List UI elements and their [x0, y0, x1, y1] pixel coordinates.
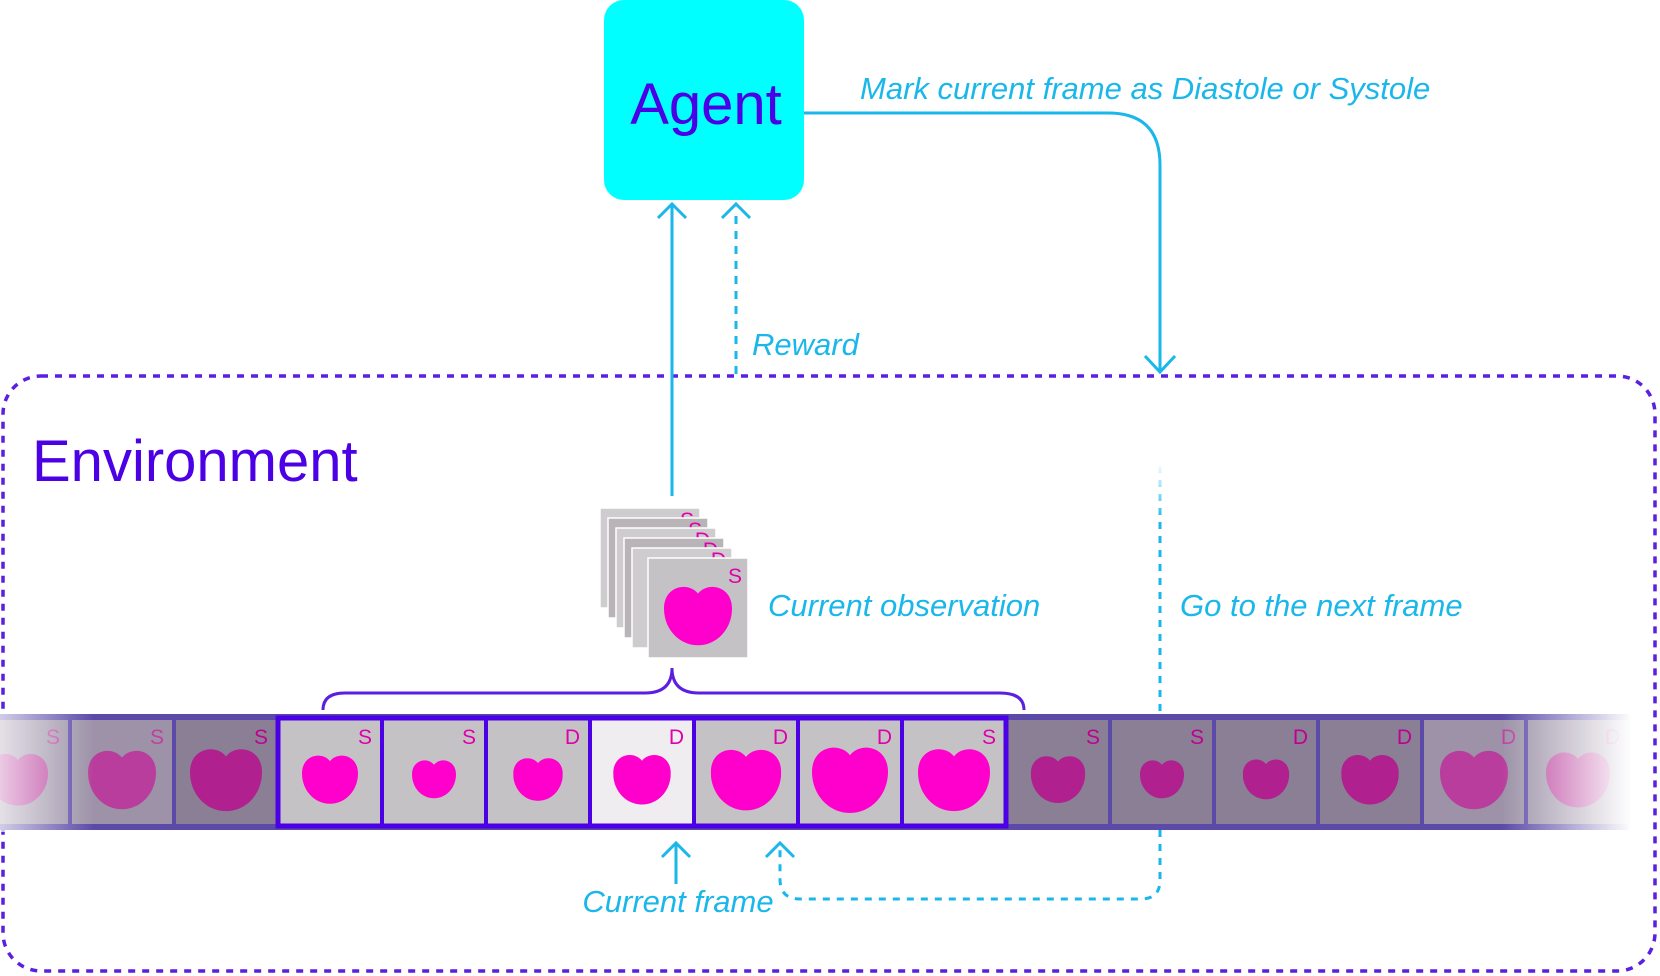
window-brace: [321, 667, 1026, 711]
frame-cell: S: [384, 720, 484, 824]
agent-box: Agent: [604, 0, 804, 200]
frame-cell: D: [592, 720, 692, 824]
frame-cell: D: [696, 720, 796, 824]
reward-arrow: [720, 201, 752, 374]
frame-cell: S: [1112, 720, 1212, 824]
front-observation-frame: S: [647, 557, 749, 659]
frame-phase-tag: S: [254, 726, 268, 749]
frame-phase-tag: S: [1086, 726, 1100, 749]
environment-boundary: [1, 374, 1657, 973]
frame-cell: D: [800, 720, 900, 824]
action-arrow: [804, 111, 1177, 375]
frame-phase-tag: D: [1397, 726, 1412, 749]
frame-cell: D: [1216, 720, 1316, 824]
strip-fade-left: [0, 712, 94, 832]
reward-label: Reward: [752, 327, 861, 362]
frame-phase-tag: S: [1190, 726, 1204, 749]
current-frame-label: Current frame: [582, 884, 773, 919]
frame-phase-tag: S: [462, 726, 476, 749]
observation-stack: SSDDDS: [599, 507, 749, 659]
frame-phase-tag: D: [1293, 726, 1308, 749]
frame-phase-tag: D: [669, 726, 684, 749]
environment-label: Environment: [32, 429, 358, 494]
current-frame-arrow: [660, 840, 692, 884]
front-frame-tag: S: [728, 565, 742, 588]
frame-phase-tag: D: [773, 726, 788, 749]
frame-phase-tag: S: [358, 726, 372, 749]
frame-cell: D: [488, 720, 588, 824]
frame-cell: S: [904, 720, 1004, 824]
frame-cell: S: [176, 720, 276, 824]
next-frame-label: Go to the next frame: [1180, 588, 1463, 623]
frame-phase-tag: D: [877, 726, 892, 749]
frame-phase-tag: D: [565, 726, 580, 749]
action-label: Mark current frame as Diastole or Systol…: [860, 71, 1430, 106]
frame-phase-tag: S: [982, 726, 996, 749]
next-frame-arrowhead: [764, 840, 796, 859]
frame-cell: S: [1008, 720, 1108, 824]
observation-window-outline: [275, 715, 1009, 829]
agent-label: Agent: [630, 72, 782, 137]
next-frame-path-fade: [1150, 462, 1170, 522]
frame-strip: SSSSSDDDDSSSDDDD: [0, 712, 1632, 832]
observation-arrow: [656, 201, 688, 496]
strip-fade-right: [1502, 712, 1632, 832]
frame-phase-tag: S: [150, 726, 164, 749]
frame-cell: S: [280, 720, 380, 824]
frame-cell: D: [1320, 720, 1420, 824]
current-observation-label: Current observation: [768, 588, 1040, 623]
next-frame-path: [778, 466, 1162, 901]
